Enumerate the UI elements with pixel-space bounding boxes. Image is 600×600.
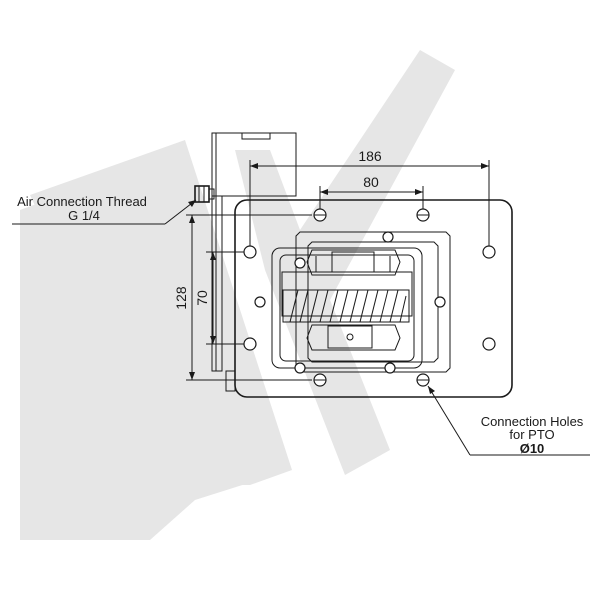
dimension-128: 128 (173, 214, 312, 381)
dimension-70: 70 (194, 251, 244, 345)
gear-teeth (289, 289, 407, 323)
hole (294, 362, 306, 374)
connection-holes-sublabel: for PTO (509, 427, 554, 442)
hole (384, 362, 396, 374)
hole (482, 245, 496, 259)
main-plate (225, 199, 513, 398)
air-connection-housing (211, 132, 297, 372)
hole (243, 337, 257, 351)
watermark-logo (20, 50, 455, 540)
hole (382, 231, 394, 243)
hole (294, 257, 306, 269)
central-housing (271, 231, 451, 373)
hole (482, 337, 496, 351)
dimension-128-label: 128 (173, 286, 189, 310)
air-fitting (194, 185, 215, 203)
dimension-186-label: 186 (358, 148, 382, 164)
dimension-70-label: 70 (194, 290, 210, 306)
hole (254, 296, 266, 308)
connection-holes-callout: Connection Holes for PTO Ø10 (427, 385, 590, 456)
air-connection-label: Air Connection Thread (17, 194, 147, 209)
connection-holes-label: Connection Holes (481, 414, 584, 429)
connection-holes-diameter: Ø10 (520, 441, 545, 456)
air-connection-thread-size: G 1/4 (68, 208, 100, 223)
hole (434, 296, 446, 308)
mounting-holes (243, 208, 496, 387)
dimension-80: 80 (319, 174, 424, 209)
dimension-186: 186 (249, 148, 490, 246)
air-connection-callout: Air Connection Thread G 1/4 (12, 194, 197, 225)
dimension-80-label: 80 (363, 174, 379, 190)
hole (243, 245, 257, 259)
